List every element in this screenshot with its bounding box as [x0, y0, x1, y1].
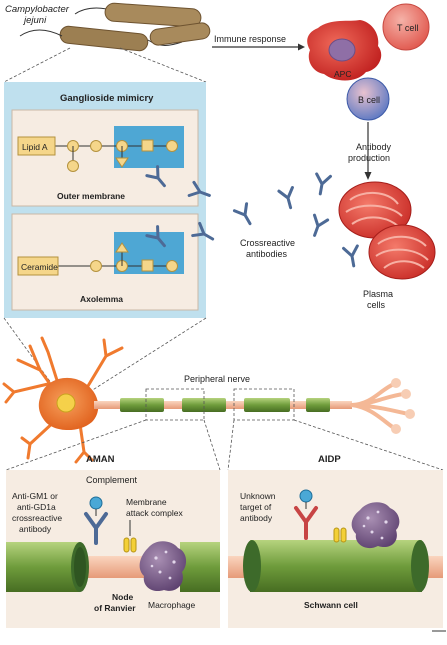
target-label-3: antibody — [240, 513, 273, 523]
antibody-icon — [315, 172, 332, 196]
mac-label-2: attack complex — [126, 508, 183, 518]
aidp-zoom-region — [233, 388, 295, 421]
node-label-1: Node — [112, 592, 134, 602]
sugar-circle — [67, 160, 79, 172]
macrophage-cell — [351, 502, 400, 549]
sugar-circle — [166, 140, 178, 152]
panel-zoom-line-right — [79, 317, 207, 399]
antibody-production-line2: production — [348, 153, 390, 163]
lipid-a-box — [17, 136, 56, 156]
crossreactive-line2: antibodies — [246, 249, 288, 259]
antibody-label-4: antibody — [19, 524, 52, 534]
axon-terminal — [350, 378, 415, 434]
lipid-a-label: Lipid A — [22, 142, 48, 152]
macrophage-granules — [362, 510, 388, 540]
mimicry-title: Ganglioside mimicry — [60, 93, 154, 104]
antibody-icon — [145, 165, 166, 188]
antibody-label-3: crossreactive — [12, 513, 62, 523]
antibody-icon — [277, 185, 294, 210]
schwann-cell-label: Schwann cell — [304, 600, 358, 610]
sugar-triangle — [115, 242, 129, 253]
antibody-icon — [313, 213, 330, 237]
campylobacter-bacteria — [19, 2, 211, 52]
b-cell — [346, 77, 390, 121]
peripheral-nerve-label: Peripheral nerve — [184, 374, 250, 384]
organism-label-line1: Campylobacter — [5, 4, 70, 15]
aidp-myelin — [250, 540, 422, 592]
aidp-title: AIDP — [318, 454, 341, 465]
myelin-segment — [120, 398, 164, 412]
crossreactive-line1: Crossreactive — [240, 238, 295, 248]
macrophage-label: Macrophage — [148, 600, 196, 610]
aidp-myelin-end-left — [243, 540, 261, 592]
bacteria-zoom-line-left — [3, 47, 71, 83]
antibody-icon — [145, 225, 166, 248]
organism-label-line2: jejuni — [22, 15, 47, 26]
antibody-icon — [232, 202, 252, 226]
mac-label-1: Membrane — [126, 497, 167, 507]
macrophage-cell — [139, 541, 187, 592]
aidp-zoom-line-right — [293, 419, 444, 471]
outer-membrane-label: Outer membrane — [57, 191, 125, 201]
aman-title: AMAN — [86, 454, 115, 465]
aidp-zoom-line-left — [227, 419, 235, 471]
plasma-cell-bottom — [368, 224, 436, 280]
t-cell-label: T cell — [397, 23, 418, 33]
bacteria-zoom-line-right — [119, 47, 207, 83]
node-label-2: of Ranvier — [94, 603, 136, 613]
antibody-icon — [187, 180, 211, 197]
aman-myelin-right — [180, 542, 220, 592]
antibody-icon — [294, 506, 318, 540]
aman-myelin-left — [6, 542, 80, 592]
target-label-2: target of — [240, 502, 272, 512]
antibody-production-line1: Antibody — [356, 142, 392, 152]
aman-zoom-line-right — [203, 419, 221, 471]
sugar-square — [141, 259, 154, 272]
ceramide-label: Ceramide — [21, 262, 58, 272]
antibody-production-arrowhead — [364, 172, 372, 180]
antibody-label-1: Anti-GM1 or — [12, 491, 58, 501]
t-cell — [382, 3, 430, 51]
myelin-segment — [244, 398, 290, 412]
immune-response-label: Immune response — [214, 34, 286, 44]
membrane-attack-complex-icon — [333, 527, 347, 543]
aman-myelin-end-left-inner — [74, 547, 86, 587]
macrophage-granules — [150, 550, 176, 580]
plasma-cells-line1: Plasma — [363, 289, 393, 299]
antibody-icon — [191, 221, 215, 241]
aidp-myelin-end-right — [411, 540, 429, 592]
neuron — [2, 336, 124, 464]
apc-label: APC — [334, 69, 351, 79]
antibody-label-2: anti-GD1a — [17, 502, 56, 512]
membrane-attack-complex-icon — [123, 537, 137, 553]
complement-label: Complement — [86, 475, 138, 485]
myelin-segment — [182, 398, 226, 412]
sugar-circle — [90, 140, 102, 152]
sugar-triangle — [115, 157, 129, 168]
ceramide-box — [17, 256, 59, 276]
immune-response-arrowhead — [298, 43, 305, 51]
axolemma-label: Axolemma — [80, 294, 123, 304]
aman-zoom-region — [145, 388, 205, 421]
myelin-segment — [306, 398, 330, 412]
antibody-icon — [84, 512, 108, 545]
target-label-1: Unknown — [240, 491, 276, 501]
antibody-icon — [342, 244, 359, 268]
complement-icon — [89, 496, 103, 510]
b-cell-label: B cell — [358, 95, 380, 105]
plasma-cells-line2: cells — [367, 300, 386, 310]
apc-nucleus — [328, 38, 356, 62]
sugar-circle — [166, 260, 178, 272]
sugar-circle — [90, 260, 102, 272]
complement-icon — [299, 489, 313, 503]
sugar-square — [141, 139, 154, 152]
